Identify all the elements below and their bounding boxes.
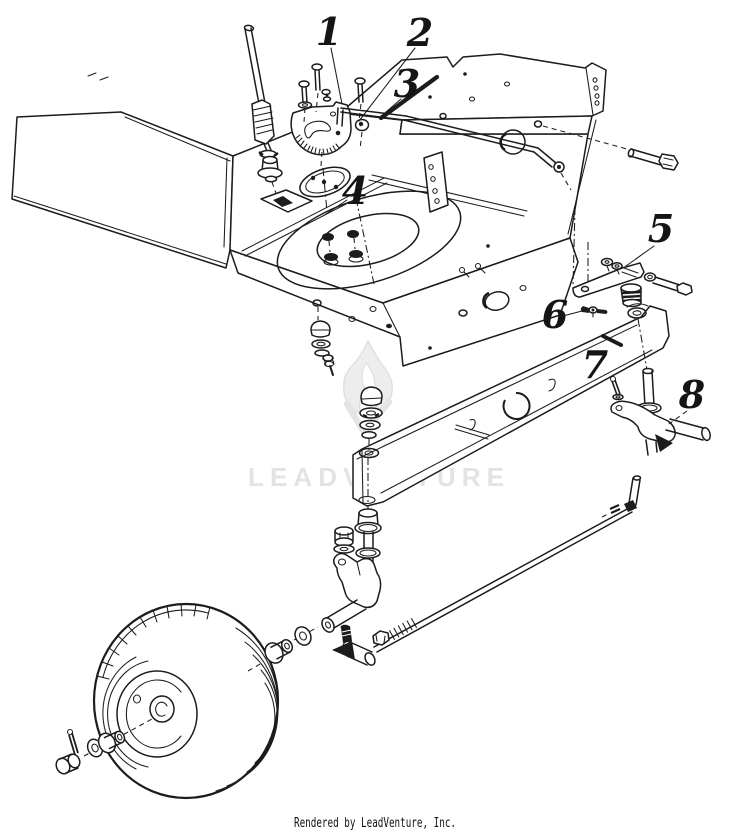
callout-8: 8 (678, 372, 705, 417)
callout-4: 4 (342, 168, 368, 213)
callout-3: 3 (394, 61, 420, 106)
frame-rail (339, 53, 607, 155)
pivot-cap-stack (359, 386, 383, 439)
hub-cap-parts (55, 728, 126, 775)
steering-link-rods (336, 74, 679, 191)
footer-credit: Rendered by LeadVenture, Inc. (294, 816, 456, 831)
link-rod-2 (340, 107, 407, 121)
callout-numbers: 1 2 3 4 5 6 7 8 (316, 9, 705, 417)
callout-1: 1 (316, 9, 342, 54)
sector-gear (290, 63, 366, 167)
tie-rod (372, 475, 642, 653)
callout-7: 7 (582, 342, 608, 387)
callout-2: 2 (406, 10, 433, 55)
right-spindle (609, 318, 711, 456)
frame-deck (229, 112, 597, 376)
link-rod-3 (378, 74, 440, 121)
wing-pin-part6 (580, 306, 608, 318)
callout-6: 6 (542, 292, 568, 337)
callout-5: 5 (648, 206, 674, 251)
rail-bolt (542, 125, 679, 171)
left-spindle-assembly (321, 508, 382, 666)
axle-beam (352, 303, 670, 516)
pivot-bracket-assembly (572, 206, 693, 318)
worm-gear (251, 99, 275, 145)
callout-leaders (322, 47, 688, 425)
steering-shaft (243, 24, 313, 213)
front-wheel (55, 602, 319, 800)
axle-bushing-parts (247, 626, 319, 672)
gear-bolts (297, 63, 366, 131)
frame-box (11, 72, 234, 269)
